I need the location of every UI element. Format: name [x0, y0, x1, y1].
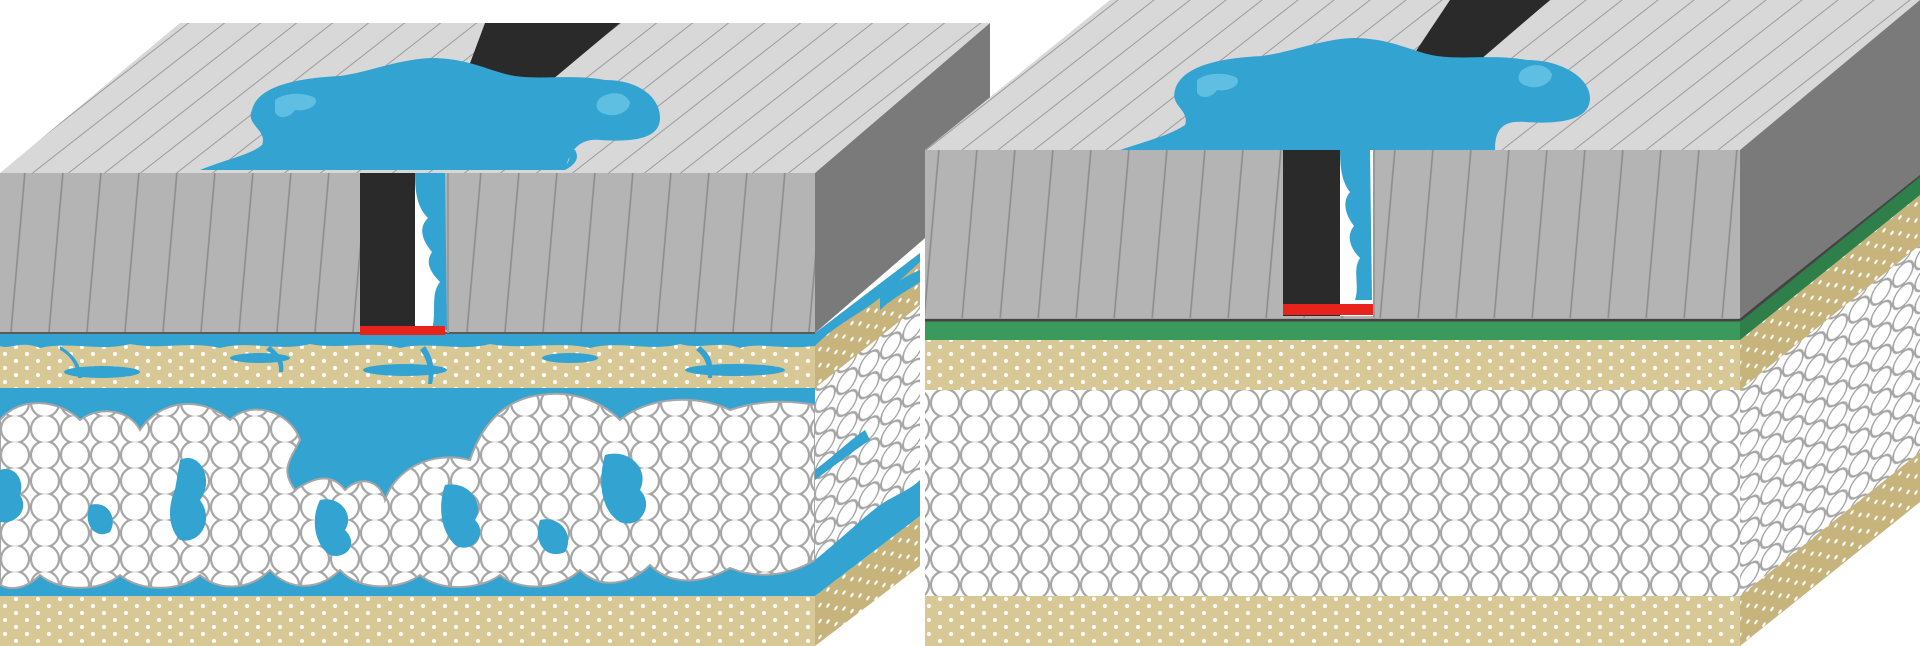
water-channels — [0, 453, 647, 556]
bottom-sand-layer — [0, 516, 920, 646]
backer-rod-right — [1283, 304, 1373, 315]
insulation-beads — [0, 392, 816, 589]
water-puddle-right — [1120, 38, 1590, 150]
upper-sand-layer-right — [925, 195, 1920, 390]
water-puddle — [200, 58, 660, 170]
waterproof-membrane — [925, 173, 1920, 340]
backer-rod — [360, 326, 445, 335]
panel-without-membrane — [0, 23, 990, 646]
insulation-layer-flooded — [0, 305, 920, 596]
expansion-joint-right — [1283, 0, 1550, 318]
bottom-sand-layer-right — [925, 452, 1920, 646]
panel-with-membrane — [925, 0, 1920, 646]
insulation-layer-dry — [925, 245, 1920, 596]
water-film — [0, 253, 920, 384]
